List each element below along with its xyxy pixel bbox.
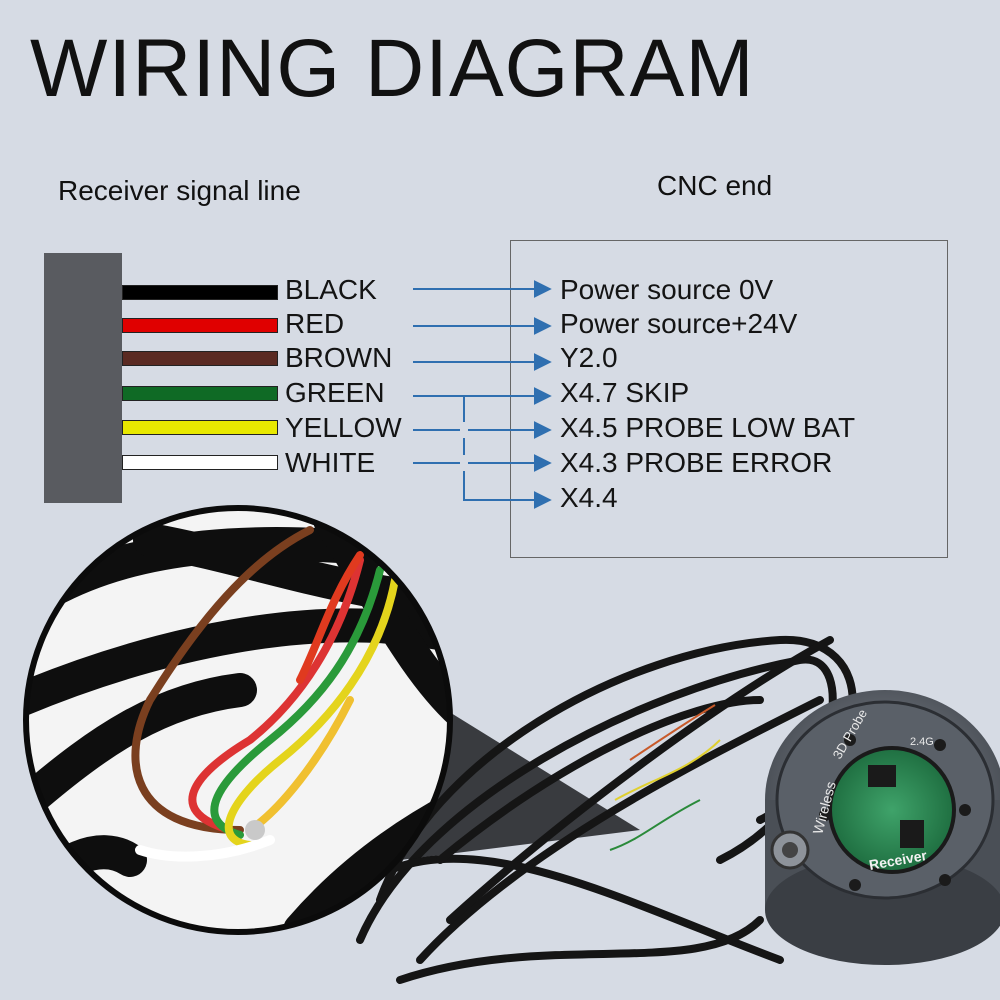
- page-title: WIRING DIAGRAM: [30, 23, 755, 114]
- signal-label-x4-7: X4.7 SKIP: [560, 377, 690, 408]
- signal-label-x4-4: X4.4: [560, 482, 618, 513]
- wire-label-brown: BROWN: [285, 342, 393, 373]
- signal-label-x4-3: X4.3 PROBE ERROR: [560, 447, 833, 478]
- wire-label-red: RED: [285, 308, 345, 339]
- wire-label-green: GREEN: [285, 377, 385, 408]
- wire-label-black: BLACK: [285, 274, 377, 305]
- signal-label-power-0v: Power source 0V: [560, 274, 774, 305]
- signal-label-y2-0: Y2.0: [560, 342, 618, 373]
- receiver-device: [765, 690, 1000, 965]
- wire-black: [122, 285, 278, 300]
- wire-label-yellow: YELLOW: [285, 412, 402, 443]
- receiver-connector-block: [44, 253, 122, 503]
- receiver-signal-line-header: Receiver signal line: [58, 175, 301, 206]
- wire-label-white: WHITE: [285, 447, 376, 478]
- device-label-freq: 2.4G: [910, 736, 934, 748]
- stripped-wires-small: [609, 704, 721, 851]
- wire-red: [122, 318, 278, 333]
- wire-green: [122, 386, 278, 401]
- signal-label-power-24v: Power source+24V: [560, 308, 798, 339]
- wire-yellow: [122, 420, 278, 435]
- signal-label-x4-5: X4.5 PROBE LOW BAT: [560, 412, 856, 443]
- cnc-end-box: [510, 240, 948, 558]
- wire-white: [122, 455, 278, 470]
- wire-brown: [122, 351, 278, 366]
- cnc-end-header: CNC end: [657, 170, 773, 201]
